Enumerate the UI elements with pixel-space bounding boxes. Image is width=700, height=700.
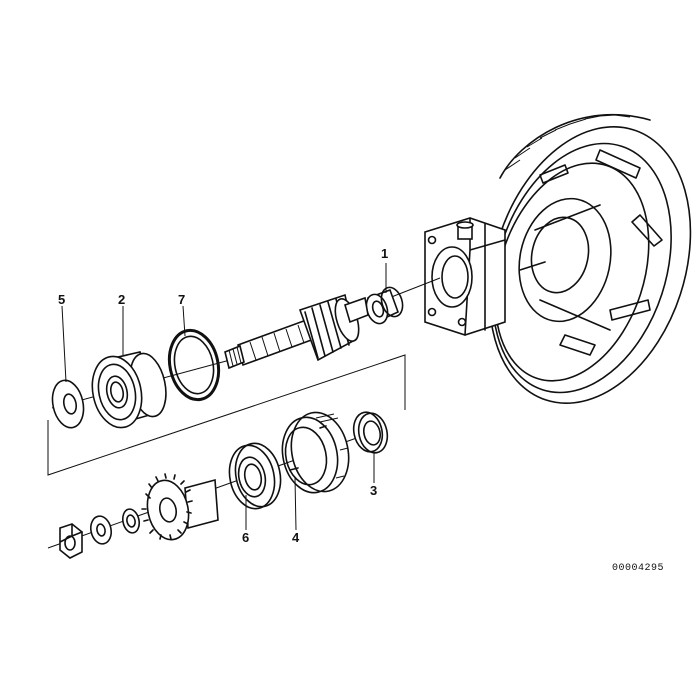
pinion-shaft: [224, 293, 369, 370]
part-4-threaded-ring: [281, 411, 350, 494]
part-6-sealing-ring: [228, 442, 282, 510]
part-2-double-row-bearing: [91, 351, 167, 429]
part-1-small-bearing: [365, 286, 404, 325]
spur-gear: [141, 473, 219, 541]
callout-7: 7: [178, 292, 186, 307]
callout-6: 6: [242, 530, 250, 545]
callout-1: 1: [381, 246, 389, 261]
leader-lines: [61, 263, 387, 531]
callout-4: 4: [292, 530, 300, 545]
document-number: 00004295: [612, 563, 665, 574]
callout-2: 2: [118, 292, 126, 307]
callout-5: 5: [58, 292, 66, 307]
housing-cover: [488, 113, 692, 405]
spring-washer: [121, 508, 141, 534]
flat-washer: [89, 515, 113, 545]
part-7-o-ring: [167, 328, 221, 402]
callout-3: 3: [370, 483, 378, 498]
part-3-shaft-seal: [352, 411, 389, 454]
part-5-washer: [51, 379, 85, 429]
hex-nut: [59, 523, 83, 559]
housing-flange: [424, 217, 506, 336]
